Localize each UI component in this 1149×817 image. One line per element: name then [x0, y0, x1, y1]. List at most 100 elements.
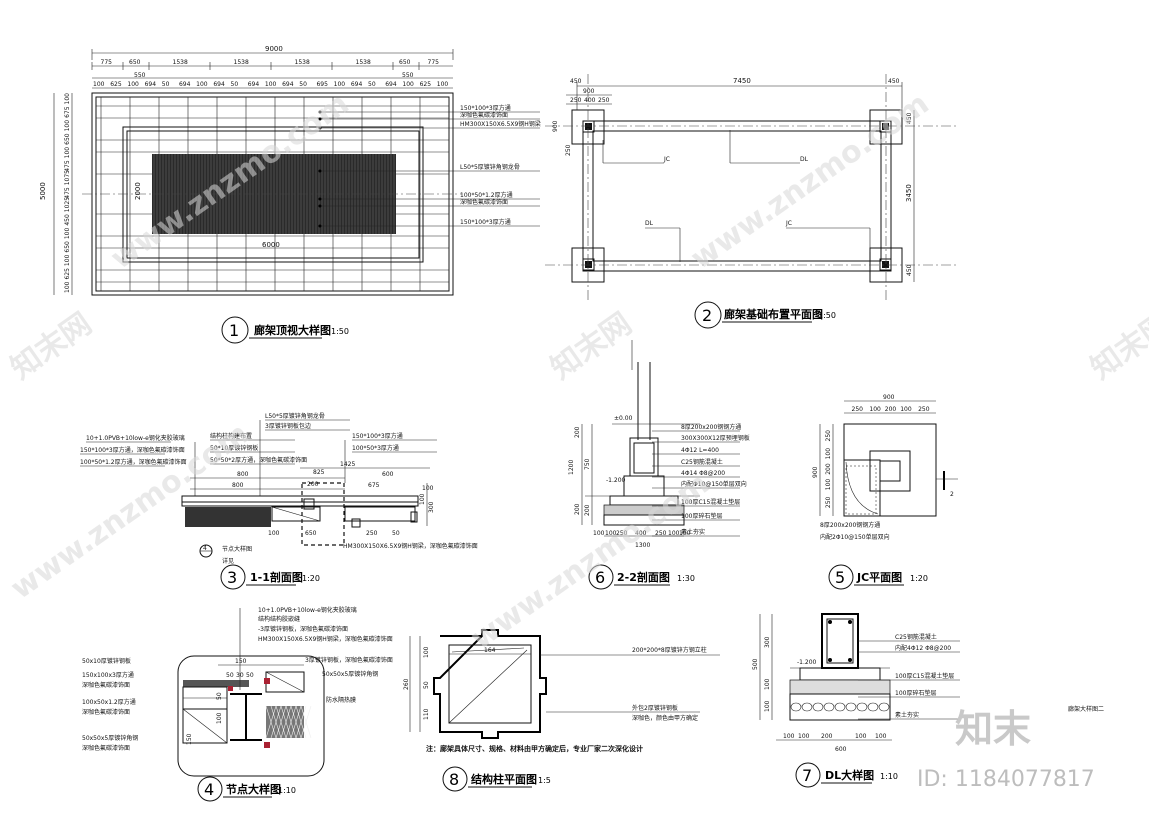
d1-left-dim: 650: [64, 241, 71, 253]
d1-label: 100*50*1.2厚方通: [460, 191, 513, 199]
d1-inner-height: 2000: [134, 182, 142, 200]
d4-xhatch-line: [265, 705, 277, 739]
d1-label: 150*100*3厚方通: [460, 104, 511, 112]
d5-cut-mark: 2: [950, 491, 954, 498]
d1-row3-dim: 694: [213, 81, 225, 88]
d6-note: 100厚碎石垫层: [681, 512, 722, 520]
d3-dim-650: 650: [305, 530, 317, 537]
d6-dim-200: 200: [574, 426, 581, 438]
d8-footnote: 注：廊架具体尺寸、规格、材料由甲方确定后，专业厂家二次深化设计: [426, 744, 643, 753]
d7-scale: 1:10: [880, 772, 898, 781]
drawing-6-section-2-2: ±0.00 -1.200 200 1200 750 200 200 100 10…: [568, 340, 750, 590]
d3-ref-sub: 详见: [222, 557, 234, 565]
d1-row3-dim: 694: [351, 81, 363, 88]
d3-note: 结构柱构建布置: [210, 432, 252, 440]
d1-row1-dim: 775: [101, 59, 113, 66]
d1-left-dim: 100: [64, 147, 71, 159]
d6-dim-200b: 200: [574, 503, 581, 515]
d3-note: L50*5厚镀锌角钢龙骨: [265, 412, 325, 420]
d2-scale: 1:50: [818, 311, 836, 320]
d3-scale: 1:20: [302, 574, 320, 583]
d5-note-2: 内配2Φ10@150单层双向: [820, 533, 890, 541]
d3-ref-label: 节点大样图: [222, 545, 252, 553]
d6-note: 300X300X12厚预埋钢板: [681, 434, 750, 442]
d2-label-jc-b: JC: [785, 220, 792, 227]
d1-row1-dim: 650: [129, 59, 141, 66]
drawing-8-column-plan: 164 100 50 260 110 200*200*8厚镀锌方钢立柱 外包2厚…: [403, 629, 720, 792]
d3-note: 50*10厚镀锌钢板: [210, 444, 258, 452]
d3-number: 3: [227, 568, 237, 587]
d3-dim-600: 600: [382, 471, 394, 478]
d6-number: 6: [595, 568, 605, 587]
d8-dim-100: 100: [423, 646, 430, 658]
d4-xhatch-line: [275, 705, 287, 739]
d1-left-dim: 475: [64, 187, 71, 199]
d1-left-dim: 625: [64, 268, 71, 280]
d1-row1-dim: 775: [428, 59, 440, 66]
d3-ref-number: 4: [203, 545, 207, 552]
d1-row3-dim: 100: [265, 81, 277, 88]
d5-row-dim: 100: [869, 406, 881, 413]
d3-note: 3厚镀锌钢板包边: [265, 422, 311, 430]
d3-dim-100c: 100: [268, 530, 280, 537]
d6-elev-1200: -1.200: [606, 477, 626, 484]
d3-dim-1425: 1425: [340, 461, 355, 468]
d3-hm-label: HM300X150X6.5X9钢H钢梁，深咖色氟碳漆饰面: [343, 542, 478, 550]
d7-bottom-dim: 100: [875, 733, 887, 740]
d1-dim-550-a: 550: [134, 72, 146, 79]
watermark-id: ID: 1184077817: [917, 767, 1095, 792]
d8-number: 8: [449, 770, 459, 789]
d8-dim-164: 164: [484, 647, 496, 654]
d5-row-dim: 100: [900, 406, 912, 413]
d2-top-450: 450: [570, 78, 582, 85]
d7-bottom-dim: 200: [821, 733, 833, 740]
d5-left-900: 900: [812, 466, 819, 478]
watermark-brand: 知末: [955, 707, 1031, 751]
d6-dim-100d: 100: [679, 530, 691, 537]
d7-dim-600: 600: [835, 746, 847, 753]
d1-row1-dim: 1538: [356, 59, 371, 66]
d8-dim-110: 110: [423, 708, 430, 720]
d4-note-right: 50x50x5厚镀锌角钢: [322, 670, 378, 678]
d1-left-dim: 100: [64, 120, 71, 132]
d1-left-dim: 1025: [64, 197, 71, 212]
d7-note: 100厚碎石垫层: [895, 689, 936, 697]
d2-right-450: 450: [906, 112, 913, 124]
d4-dim-150: 150: [235, 658, 247, 665]
d6-dim-1300: 1300: [635, 542, 650, 549]
d4-dim-50: 50: [226, 672, 234, 679]
d1-row3-dim: 694: [179, 81, 191, 88]
d8-note-1: 200*200*8厚镀锌方钢立柱: [632, 646, 707, 654]
d3-dim-800: 800: [237, 471, 249, 478]
watermark-logo-3: 知末网: [1085, 306, 1149, 386]
d8-scale: 1:5: [538, 776, 551, 785]
d7-corner-label: 廊架大样图二: [1068, 705, 1104, 713]
d4-dim-150b: 150: [186, 733, 193, 745]
d1-dim-550-b: 550: [402, 72, 414, 79]
d4-note-right: 结构结构胶嵌缝: [258, 615, 300, 623]
d6-dim-250: 250: [616, 530, 628, 537]
d7-gravel-stone: [823, 702, 835, 712]
d6-note: 8厚200x200钢钢方通: [681, 423, 741, 431]
d3-dim-50: 50: [392, 530, 400, 537]
d1-row3-dim: 100: [437, 81, 449, 88]
d3-dim-800b: 800: [232, 482, 244, 489]
d4-xhatch-line: [300, 705, 312, 739]
d1-left-dim: 650: [64, 133, 71, 145]
d2-title: 廊架基础布置平面图: [724, 307, 823, 321]
drawing-2-foundation-plan: 7450 450 450 900 250 400 250 450 3450: [545, 74, 958, 329]
d3-dim-200: 200: [307, 481, 319, 488]
d6-scale: 1:30: [677, 574, 695, 583]
d1-left-dim: 1075: [64, 170, 71, 185]
d6-note: 素土夯实: [681, 528, 705, 536]
d7-number: 7: [802, 766, 812, 785]
d1-left-dim: 450: [64, 214, 71, 226]
d3-note: 10+1.0PVB+10low-e钢化夹胶玻璃: [86, 434, 185, 442]
d4-note-left: 深咖色氟碳漆饰面: [82, 681, 130, 689]
d2-400: 400: [584, 97, 596, 104]
d1-row3-dim: 100: [93, 81, 105, 88]
d6-dim-750: 750: [584, 458, 591, 470]
d1-row1-dim: 1538: [173, 59, 188, 66]
d4-dim-100: 100: [216, 712, 223, 724]
